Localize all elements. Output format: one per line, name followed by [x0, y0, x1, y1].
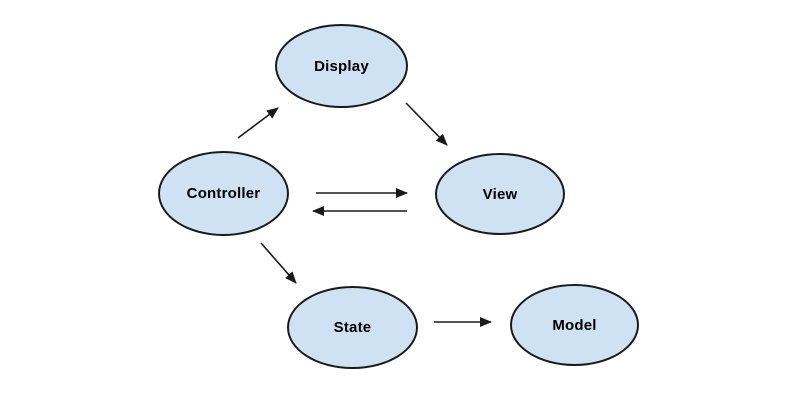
- arrow-display-to-view: [405, 102, 448, 146]
- node-view: View: [435, 153, 565, 235]
- arrow-controller-to-state: [260, 242, 297, 284]
- node-display: Display: [275, 24, 408, 108]
- node-state: State: [287, 286, 418, 369]
- node-display-label: Display: [314, 57, 369, 75]
- node-model-label: Model: [552, 316, 597, 334]
- node-controller-label: Controller: [186, 185, 261, 202]
- node-state-label: State: [333, 319, 372, 336]
- node-view-label: View: [482, 185, 518, 203]
- node-model: Model: [510, 284, 639, 366]
- node-controller: Controller: [158, 151, 289, 236]
- arrow-controller-to-display: [237, 107, 279, 139]
